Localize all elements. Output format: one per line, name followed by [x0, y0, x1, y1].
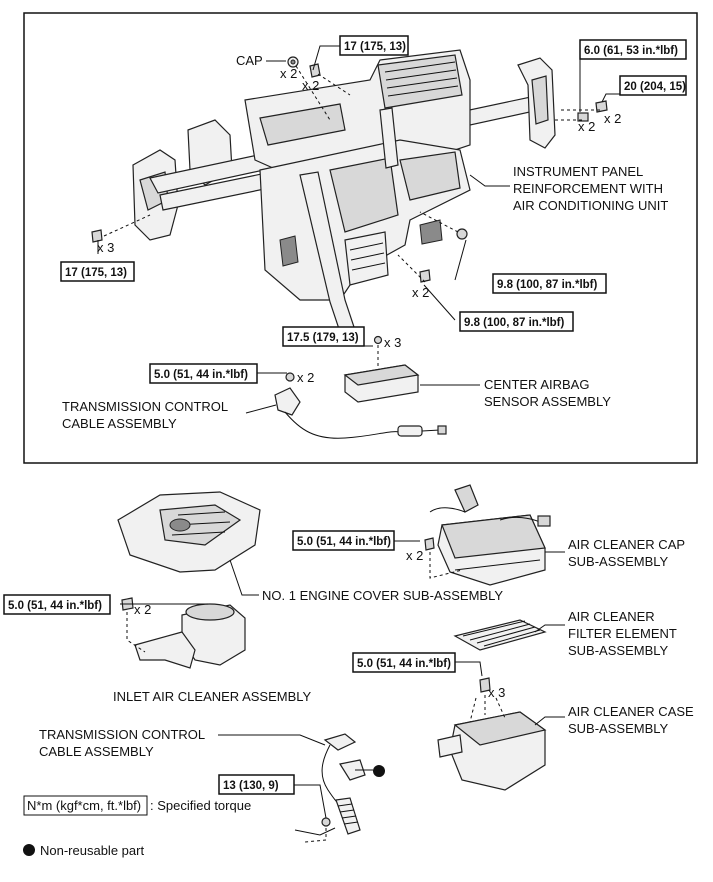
label-filter-element-2: FILTER ELEMENT — [568, 626, 677, 641]
torque-6-0: 6.0 (61, 53 in.*lbf) — [579, 39, 687, 60]
inlet-air-cleaner-illustration — [121, 597, 246, 669]
top-frame — [23, 12, 698, 464]
torque-5-0-d: 5.0 (51, 44 in.*lbf) — [352, 652, 456, 673]
qty-case: x 3 — [488, 685, 505, 700]
label-engine-cover: NO. 1 ENGINE COVER SUB-ASSEMBLY — [262, 588, 503, 603]
torque-17-left: 17 (175, 13) — [60, 261, 135, 282]
engine-cover-illustration — [117, 491, 261, 573]
torque-13-text: 13 (130, 9) — [223, 780, 279, 792]
label-air-cleaner-case-1: AIR CLEANER CASE — [568, 704, 694, 719]
label-cap: CAP — [236, 53, 263, 68]
torque-17-top: 17 (175, 13) — [339, 35, 409, 56]
torque-17-top-text: 17 (175, 13) — [344, 41, 406, 53]
torque-20: 20 (204, 15) — [619, 75, 687, 96]
filter-element-illustration — [453, 619, 547, 651]
torque-9-8-b: 9.8 (100, 87 in.*lbf) — [459, 311, 574, 332]
legend-specified-torque: N*m (kgf*cm, ft.*lbf) : Specified torque — [23, 795, 251, 816]
label-instrument-panel-2: REINFORCEMENT WITH — [513, 181, 663, 196]
torque-17-5-text: 17.5 (179, 13) — [287, 332, 359, 344]
legend-spec-text: : Specified torque — [150, 798, 251, 813]
qty-nut6: x 2 — [578, 119, 595, 134]
leader-lines — [97, 45, 620, 819]
torque-9-8-b-text: 9.8 (100, 87 in.*lbf) — [464, 317, 565, 329]
torque-5-0-d-text: 5.0 (51, 44 in.*lbf) — [357, 658, 451, 670]
label-trans-cable-bottom-2: CABLE ASSEMBLY — [39, 744, 154, 759]
torque-17-left-text: 17 (175, 13) — [65, 267, 127, 279]
torque-20-text: 20 (204, 15) — [624, 81, 686, 93]
label-center-airbag-2: SENSOR ASSEMBLY — [484, 394, 611, 409]
qty-cap-sub: x 2 — [406, 548, 423, 563]
torque-5-0-a-text: 5.0 (51, 44 in.*lbf) — [154, 369, 248, 381]
label-air-cleaner-cap-2: SUB-ASSEMBLY — [568, 554, 669, 569]
trans-cable-top-illustration — [274, 372, 447, 439]
label-air-cleaner-cap-1: AIR CLEANER CAP — [568, 537, 685, 552]
label-trans-cable-top-2: CABLE ASSEMBLY — [62, 416, 177, 431]
torque-9-8-a: 9.8 (100, 87 in.*lbf) — [492, 273, 607, 294]
qty-cable: x 2 — [297, 370, 314, 385]
torque-9-8-a-text: 9.8 (100, 87 in.*lbf) — [497, 279, 598, 291]
air-cleaner-case-illustration — [437, 677, 547, 791]
nonreusable-dot-part — [373, 765, 385, 777]
torque-13: 13 (130, 9) — [218, 774, 295, 795]
instrument-panel-illustration — [91, 49, 608, 333]
label-instrument-panel-3: AIR CONDITIONING UNIT — [513, 198, 668, 213]
nonreusable-dot-legend — [23, 844, 35, 856]
label-trans-cable-top-1: TRANSMISSION CONTROL — [62, 399, 228, 414]
trans-cable-bottom-illustration — [294, 733, 366, 843]
qty-left17: x 3 — [97, 240, 114, 255]
torque-6-0-text: 6.0 (61, 53 in.*lbf) — [584, 45, 678, 57]
torque-5-0-b: 5.0 (51, 44 in.*lbf) — [292, 530, 395, 551]
qty-inlet: x 2 — [134, 602, 151, 617]
torque-5-0-a: 5.0 (51, 44 in.*lbf) — [149, 363, 258, 384]
qty-cap: x 2 — [280, 66, 297, 81]
qty-bolt98: x 2 — [412, 285, 429, 300]
top-dashed-lines — [103, 65, 600, 372]
label-trans-cable-bottom-1: TRANSMISSION CONTROL — [39, 727, 205, 742]
qty-airbag: x 3 — [384, 335, 401, 350]
label-air-cleaner-case-2: SUB-ASSEMBLY — [568, 721, 669, 736]
qty-bolt20: x 2 — [604, 111, 621, 126]
legend-spec-box-text: N*m (kgf*cm, ft.*lbf) — [27, 798, 141, 813]
legend-nonreusable-text: Non-reusable part — [40, 843, 144, 858]
label-instrument-panel-1: INSTRUMENT PANEL — [513, 164, 643, 179]
label-center-airbag-1: CENTER AIRBAG — [484, 377, 589, 392]
torque-5-0-b-text: 5.0 (51, 44 in.*lbf) — [297, 536, 391, 548]
torque-5-0-c-text: 5.0 (51, 44 in.*lbf) — [8, 600, 102, 612]
torque-5-0-c: 5.0 (51, 44 in.*lbf) — [3, 594, 111, 615]
qty-bolt17: x 2 — [302, 78, 319, 93]
air-cleaner-cap-illustration — [424, 484, 551, 586]
label-filter-element-3: SUB-ASSEMBLY — [568, 643, 669, 658]
label-filter-element-1: AIR CLEANER — [568, 609, 655, 624]
torque-17-5: 17.5 (179, 13) — [282, 326, 365, 347]
center-airbag-sensor — [343, 335, 420, 403]
label-inlet-air-cleaner: INLET AIR CLEANER ASSEMBLY — [113, 689, 312, 704]
